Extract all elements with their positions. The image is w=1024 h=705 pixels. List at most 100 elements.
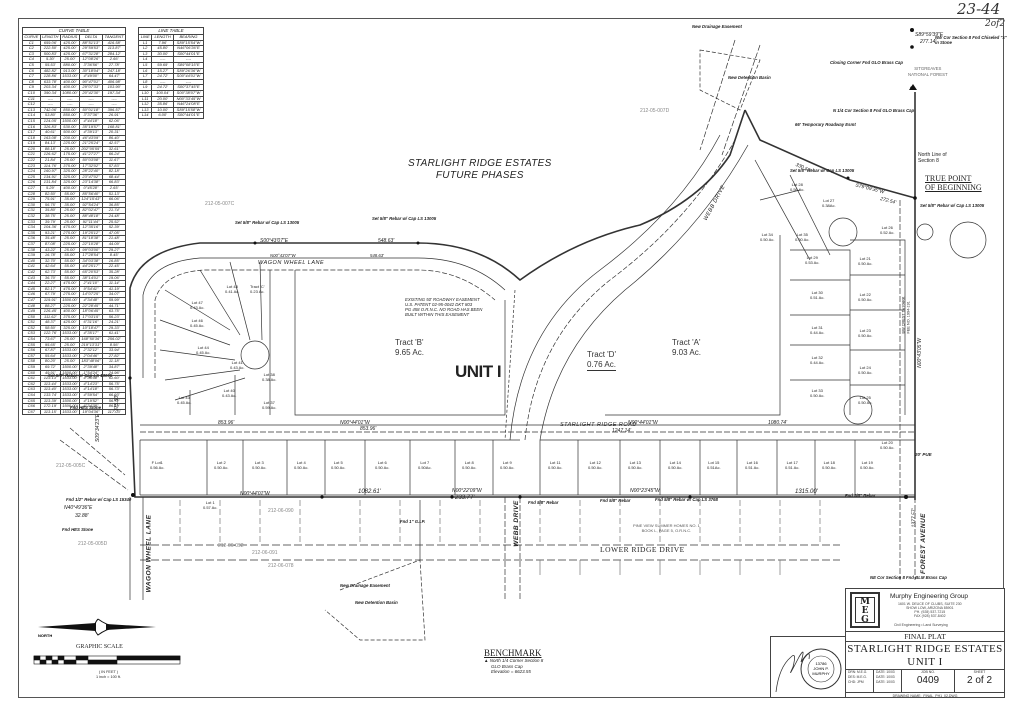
drafter-cell: DRN: M.E.G. DES: M.E.G. CHD: JPM xyxy=(846,670,874,692)
line-table-cell: S89°26'36"W xyxy=(172,67,205,75)
line-table-cell: S00°38'07"W xyxy=(172,89,205,97)
svg-text:MURPHY: MURPHY xyxy=(812,671,830,676)
curve-table-cell: 50°01'18" xyxy=(78,106,104,114)
scale-unit-label: ( IN FEET ) xyxy=(98,670,119,674)
bearing-wagon-wheel: N00°43'07"W xyxy=(270,253,296,258)
curve-table-cell: 16.85' xyxy=(102,257,126,265)
curve-table-cell: 53.80' xyxy=(39,112,61,119)
curve-table-cell: 203.34' xyxy=(39,84,61,91)
note-line: North Line of xyxy=(918,152,947,158)
distance-south-2: 233.77' xyxy=(455,495,475,501)
curve-table-cell: 111.62' xyxy=(39,313,61,321)
note-line: FEE NO. 1994-191 xyxy=(906,301,911,334)
curve-table-cell: 119.91' xyxy=(39,296,61,304)
north-arrow-icon: NORTH xyxy=(38,618,156,638)
curve-table-cell: 29°07'33" xyxy=(78,84,104,91)
line-table-cell: S00°44'01"E xyxy=(172,112,205,119)
curve-table-cell: ---- xyxy=(78,95,104,103)
tract-b-area: 9.65 Ac. xyxy=(395,348,424,357)
curve-table-cell: 35.28' xyxy=(102,268,126,276)
distance-nw-corner: 277.14' xyxy=(920,39,937,45)
line-table-cell: L13 xyxy=(137,106,153,114)
curve-table-cell: 113.44' xyxy=(39,380,61,388)
drawing-name: DRAWING NAME: FINAL_PH1_02.DWG xyxy=(892,694,958,698)
curve-table-cell: 113.39' xyxy=(39,397,61,405)
company-services: Civil Engineering • Land Surveying xyxy=(894,623,948,627)
curve-table-cell: 42.64' xyxy=(39,263,61,270)
road-wagon-wheel-lane: WAGON WHEEL LANE xyxy=(258,260,325,266)
parcel-number: 212-06-090 xyxy=(268,508,294,514)
company-header: M E G Murphy Engineering Group 1601 W. D… xyxy=(846,589,1004,632)
curve-table-cell: 22°28'45" xyxy=(78,302,104,310)
curve-table-cell: 61.60' xyxy=(102,375,126,382)
curve-table-cell: 14°07'25" xyxy=(78,291,104,298)
curve-table-cell: 34°03'38" xyxy=(78,257,104,265)
easement-note-line: EXISTING 50' ROADWAY EASEMENT xyxy=(405,297,480,302)
curve-table-cell: 49.91' xyxy=(39,369,61,377)
pue-note: 20' PUE xyxy=(915,452,932,457)
line-table-row: L8-------- xyxy=(137,78,205,86)
curve-table-cell: 103.90' xyxy=(102,84,126,91)
distance-starlight-mid: 853.96' xyxy=(360,426,377,432)
curve-table-cell: 62.73' xyxy=(39,268,61,276)
lot-label: Tract 'C'0.23 Ac. xyxy=(250,284,265,294)
benchmark-line: ▲ North 1/4 Corner Section 8 xyxy=(484,658,544,663)
monument-label: Fnd HES Stone xyxy=(62,527,94,532)
scale-ratio-label: 1 inch = 100 ft. xyxy=(96,675,122,679)
curve-table-cell: 17°28'54" xyxy=(78,252,104,259)
line-table-cell: L7 xyxy=(137,73,153,80)
monument-label: Set 5/8" Rebar w/ Cap LS 13005 xyxy=(790,168,855,173)
curve-table-cell: 183°48'06" xyxy=(78,358,104,365)
curve-table-cell: 55.53' xyxy=(39,62,61,69)
curve-table-cell: ---- xyxy=(102,95,126,103)
bearing-starlight-east: N00°44'01"W xyxy=(628,420,658,426)
monument-label: NE Cor Section 8 Fnd BLM Brass Cap xyxy=(870,575,947,580)
drainage-easement-note: New Drainage Easement xyxy=(692,24,742,29)
curve-table-cell: 2°32'12" xyxy=(78,347,104,354)
curve-table-cell: 122.76' xyxy=(39,330,61,338)
svg-text:JOHN P.: JOHN P. xyxy=(813,666,828,671)
monument-label: Fnd 1/2" Rebar w/ Cap LS 15340 xyxy=(66,497,132,502)
tract-b-name: Tract 'B' xyxy=(395,338,424,347)
pine-view-note: PINE VIEW SUMMER HOMES NO. 1 BOOK L, PAG… xyxy=(633,523,700,533)
benchmark-title: BENCHMARK xyxy=(484,648,542,658)
note-line: BOOK L, PAGE 5, O.R.N.C. xyxy=(641,528,692,533)
tract-b-label: Tract 'B' 9.65 Ac. xyxy=(395,338,424,358)
curve-table-cell: 10°18'47" xyxy=(78,324,104,332)
line-table-cell: N46°24'08"E xyxy=(172,101,205,108)
curve-table-cell: 126.45' xyxy=(39,308,61,315)
curve-table-cell: 113.15' xyxy=(39,408,61,416)
distance-starlight-east: 1080.74' xyxy=(768,420,788,426)
curve-table-cell: 27.82' xyxy=(102,352,126,360)
monument-label: Fnd HES Stone xyxy=(70,405,102,410)
curve-table-cell: 62.06' xyxy=(102,117,126,125)
easement-note-line: PG 458 O.R.N.C. NO ROAD HAS BEEN xyxy=(405,307,483,312)
road-webb-drive-south: WEBB DRIVE xyxy=(512,500,520,547)
curve-table-cell: 90°47'01" xyxy=(78,78,104,86)
curve-table-cell: 172.19' xyxy=(39,403,61,410)
bearing-nw-corner: S89°59'39"E xyxy=(915,32,944,38)
distance-starlight-center: 1247.14' xyxy=(612,428,632,434)
curve-table-cell: 19°04'36" xyxy=(78,408,104,416)
